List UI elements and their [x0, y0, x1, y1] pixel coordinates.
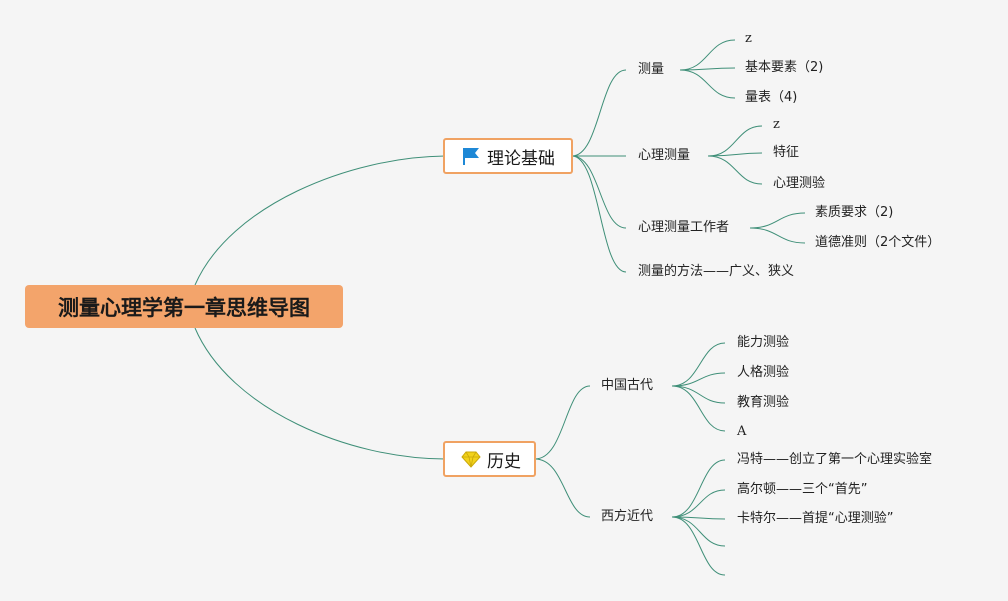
leaf-quality-requirements[interactable]: 素质要求（2)	[815, 205, 894, 220]
leaf-features[interactable]: 特征	[773, 145, 800, 160]
branch-theory-basis[interactable]: 理论基础	[443, 138, 573, 174]
leaf-scale[interactable]: 量表（4)	[745, 90, 798, 105]
leaf-cattell[interactable]: 卡特尔——首提“心理测验”	[737, 511, 894, 526]
link-c-1	[671, 342, 726, 387]
link-history-west	[534, 458, 591, 518]
leaf-galton[interactable]: 高尔顿——三个“首先”	[737, 482, 868, 497]
link-theory-worker	[571, 155, 627, 229]
link-root-theory	[194, 155, 446, 286]
link-w-1	[749, 212, 806, 229]
topic-measurement-worker[interactable]: 心理测量工作者	[638, 220, 730, 235]
leaf-a[interactable]: A	[737, 424, 747, 439]
branch-history[interactable]: 历史	[443, 441, 536, 477]
link-root-history	[194, 327, 446, 460]
link-wst-5	[671, 516, 726, 576]
link-pm-2	[707, 152, 763, 157]
link-m-3	[679, 69, 736, 99]
topic-modern-west[interactable]: 西方近代	[601, 509, 654, 524]
topic-ancient-china[interactable]: 中国古代	[601, 378, 654, 393]
link-m-2	[679, 67, 736, 71]
link-theory-method	[571, 155, 627, 273]
link-pm-1	[707, 125, 763, 157]
link-wst-4	[671, 516, 726, 547]
leaf-z[interactable]: z	[745, 31, 752, 46]
link-wst-2	[671, 489, 726, 518]
link-w-2	[749, 227, 806, 244]
branch-label: 历史	[487, 451, 521, 472]
link-c-4	[671, 385, 726, 432]
link-theory-measurement	[571, 69, 627, 157]
leaf-personality-test[interactable]: 人格测验	[737, 365, 790, 380]
diamond-icon	[461, 451, 481, 468]
leaf-psychological-test[interactable]: 心理测验	[773, 176, 826, 191]
leaf-ability-test[interactable]: 能力测验	[737, 335, 790, 350]
leaf-wundt[interactable]: 冯特——创立了第一个心理实验室	[737, 452, 933, 467]
branch-label: 理论基础	[487, 148, 555, 169]
leaf-education-test[interactable]: 教育测验	[737, 395, 790, 410]
link-c-3	[671, 385, 726, 404]
leaf-ethics-rules[interactable]: 道德准则（2个文件）	[815, 235, 941, 250]
flag-icon	[463, 148, 479, 165]
topic-measurement-method[interactable]: 测量的方法——广义、狭义	[638, 264, 795, 279]
connector-lines	[194, 39, 806, 576]
leaf-basic-elements[interactable]: 基本要素（2)	[745, 60, 824, 75]
topic-measurement[interactable]: 测量	[638, 62, 665, 77]
link-wst-1	[671, 459, 726, 518]
root-topic[interactable]: 测量心理学第一章思维导图	[25, 285, 343, 328]
topic-psychological-measurement[interactable]: 心理测量	[638, 148, 691, 163]
link-pm-3	[707, 155, 763, 185]
link-history-china	[534, 385, 591, 460]
leaf-z[interactable]: z	[773, 117, 780, 132]
link-c-2	[671, 372, 726, 387]
link-m-1	[679, 39, 736, 71]
